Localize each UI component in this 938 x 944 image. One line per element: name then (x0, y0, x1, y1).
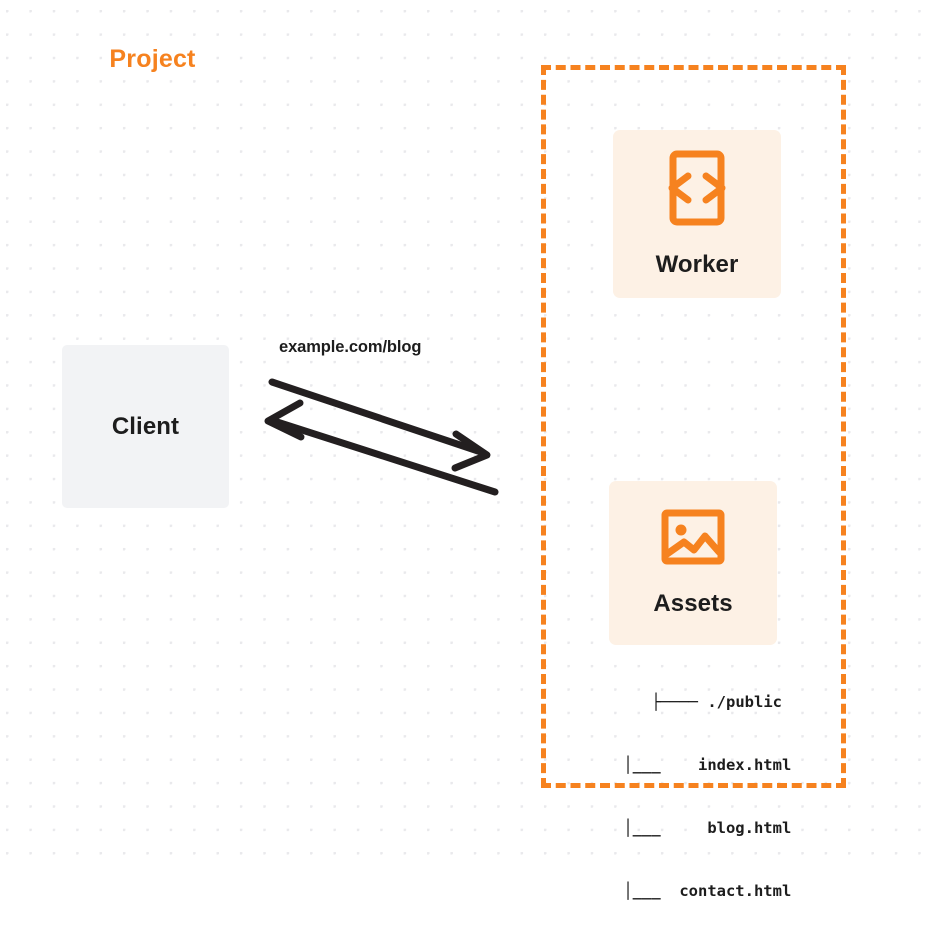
worker-node[interactable]: Worker (613, 130, 781, 298)
file-tree-row: ├──── ./public (651, 693, 782, 711)
diagram-canvas: Project Worker Assets ├──── ./public │__… (0, 0, 938, 900)
project-group-label-text: Project (103, 45, 202, 73)
project-group-boundary (541, 65, 846, 788)
file-tree-row: │___ index.html (586, 756, 792, 774)
worker-node-label: Worker (655, 250, 739, 278)
file-tree-row: │___ contact.html (586, 882, 792, 900)
project-group-label: Project (0, 45, 305, 73)
client-node-label: Client (111, 412, 180, 440)
code-brackets-icon (666, 150, 728, 231)
assets-node[interactable]: Assets (609, 481, 777, 645)
connection-url-label: example.com/blog (279, 338, 422, 356)
client-node[interactable]: Client (62, 345, 229, 508)
request-arrow (268, 378, 491, 472)
assets-file-tree: ├──── ./public │___ index.html │___ blog… (586, 650, 792, 944)
response-arrow (264, 399, 499, 496)
assets-node-label: Assets (653, 589, 733, 617)
file-tree-row: │___ blog.html (586, 819, 792, 837)
image-picture-icon (661, 509, 725, 570)
